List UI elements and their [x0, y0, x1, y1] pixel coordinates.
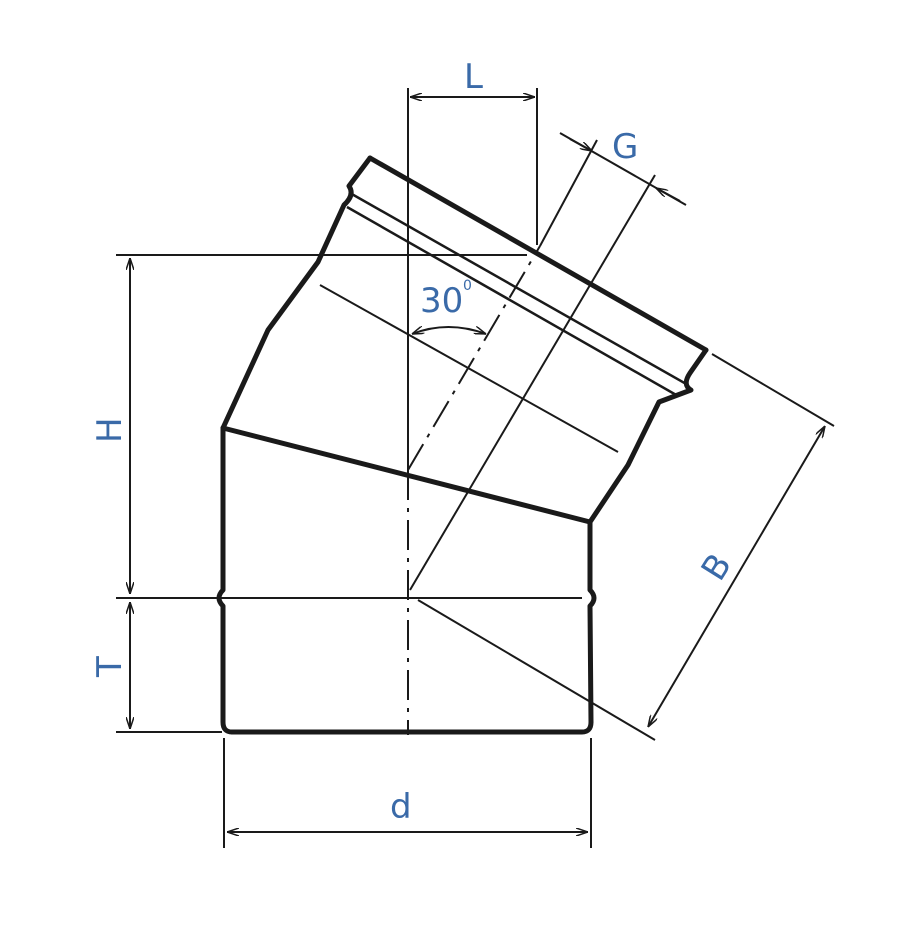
- angled-axis-solid: [539, 139, 598, 247]
- socket-rings: [346, 191, 689, 398]
- label-l: L: [464, 57, 483, 97]
- label-h: H: [90, 417, 130, 443]
- angled-axis-dashed: [407, 245, 541, 471]
- construction-lines: [116, 88, 835, 848]
- dimension-labels: L G 30 0 H T B d: [90, 57, 740, 827]
- label-angle-unit: 0: [463, 278, 472, 294]
- pipe-outline: [216, 155, 709, 735]
- label-d: d: [390, 787, 412, 827]
- b-dimension-arrow: [648, 426, 825, 727]
- g-arrow-right: [656, 188, 681, 202]
- label-angle-value: 30: [420, 281, 463, 321]
- upper-inner-line: [319, 284, 619, 453]
- dimension-arrows: [130, 97, 825, 832]
- label-t: T: [90, 656, 130, 678]
- b-top-extension-line: [711, 353, 835, 427]
- lower-pipe-left-wall: [216, 425, 235, 735]
- label-g: G: [612, 127, 638, 167]
- socket-ring-line-2: [346, 205, 679, 398]
- upper-pipe-top-edge: [367, 155, 709, 353]
- socket-ring-line-1: [349, 191, 689, 387]
- lower-pipe-bottom-edge: [229, 719, 594, 735]
- g-arrow-left: [569, 138, 592, 151]
- lower-pipe-right-wall: [587, 519, 597, 725]
- b-bottom-extension-line: [417, 599, 656, 741]
- upper-pipe-left-wall: [220, 155, 373, 431]
- mitre-joint-line: [220, 425, 593, 525]
- upper-pipe-right-wall: [587, 347, 709, 525]
- angle-arc: [412, 327, 486, 335]
- g-extension-line: [409, 174, 656, 591]
